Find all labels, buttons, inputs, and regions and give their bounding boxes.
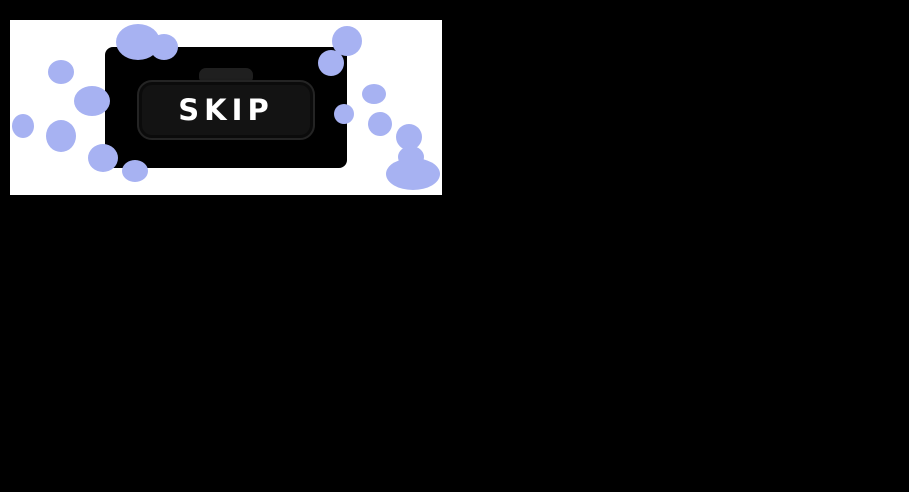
paint-blob: [396, 124, 422, 150]
paint-blob: [48, 60, 74, 84]
paint-blob: [362, 84, 386, 104]
paint-blob: [46, 120, 76, 152]
paint-blob: [386, 158, 440, 190]
paint-blob: [12, 114, 34, 138]
drawing-canvas[interactable]: SKIP: [10, 20, 442, 195]
paint-blob: [398, 146, 424, 168]
skip-dialog: SKIP: [105, 47, 347, 168]
skip-button[interactable]: SKIP: [137, 80, 315, 140]
paint-blob: [368, 112, 392, 136]
